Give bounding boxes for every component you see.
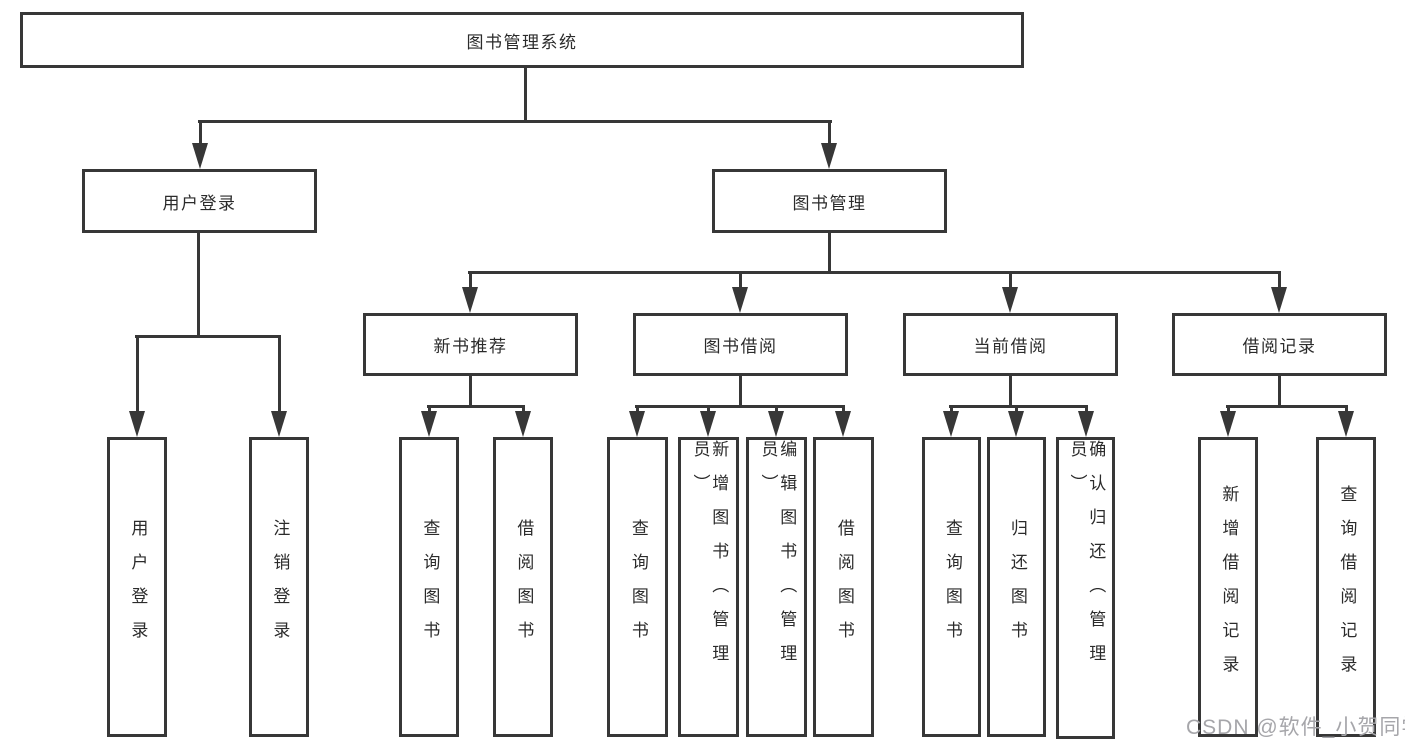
connector-line <box>739 271 742 295</box>
connector-line <box>1009 376 1012 407</box>
node-box-bb-borrow: 借阅图书 <box>813 437 874 737</box>
node-box-new-book-rec: 新书推荐 <box>363 313 578 376</box>
connector-line <box>1009 271 1012 295</box>
arrow-down-icon <box>462 287 478 313</box>
node-label-bb-query: 查询图书 <box>628 519 648 655</box>
node-label-nbr-query: 查询图书 <box>420 519 440 655</box>
connector-line <box>469 376 472 407</box>
arrow-down-icon <box>1220 411 1236 437</box>
connector-line <box>828 233 831 273</box>
arrow-down-icon <box>943 411 959 437</box>
node-label-br-query: 查询借阅记录 <box>1337 485 1357 689</box>
node-label-book-mgmt: 图书管理 <box>792 193 867 213</box>
node-box-cb-confirm: 确认归还（管理员） <box>1056 437 1115 739</box>
node-label-ul-logout: 注销登录 <box>270 519 290 655</box>
arrow-down-icon <box>1338 411 1354 437</box>
connector-line <box>135 335 281 338</box>
connector-line <box>635 405 845 408</box>
arrow-down-icon <box>271 411 287 437</box>
node-box-cb-return: 归还图书 <box>987 437 1046 737</box>
connector-line <box>739 376 742 407</box>
node-label-cb-return: 归还图书 <box>1007 519 1027 655</box>
node-label-cb-confirm: 确认归还（管理员） <box>1067 440 1106 678</box>
node-box-current-borrow: 当前借阅 <box>903 313 1118 376</box>
node-box-ul-login: 用户登录 <box>107 437 167 737</box>
node-box-bb-add: 新增图书（管理员） <box>678 437 739 737</box>
arrow-down-icon <box>732 287 748 313</box>
node-box-cb-query: 查询图书 <box>922 437 981 737</box>
arrow-down-icon <box>629 411 645 437</box>
connector-line <box>468 271 1281 274</box>
connector-line <box>828 120 831 151</box>
node-label-user-login: 用户登录 <box>162 193 237 213</box>
node-box-bb-query: 查询图书 <box>607 437 668 737</box>
node-label-nbr-borrow: 借阅图书 <box>514 519 534 655</box>
connector-line <box>278 335 281 419</box>
connector-line <box>469 271 472 295</box>
connector-line <box>1278 271 1281 295</box>
node-label-system: 图书管理系统 <box>466 32 578 52</box>
connector-line <box>199 120 202 151</box>
node-box-book-mgmt: 图书管理 <box>712 169 947 233</box>
node-box-ul-logout: 注销登录 <box>249 437 309 737</box>
node-box-nbr-query: 查询图书 <box>399 437 459 737</box>
arrow-down-icon <box>1078 411 1094 437</box>
node-box-br-add: 新增借阅记录 <box>1198 437 1258 737</box>
connector-line <box>1226 405 1348 408</box>
connector-line <box>1278 376 1281 407</box>
csdn-watermark: CSDN @软件_小贺同学 <box>1186 716 1405 739</box>
node-label-book-borrow: 图书借阅 <box>703 337 778 356</box>
node-box-book-borrow: 图书借阅 <box>633 313 848 376</box>
node-label-new-book-rec: 新书推荐 <box>433 337 508 356</box>
connector-line <box>197 233 200 337</box>
connector-line <box>136 335 139 419</box>
node-box-borrow-records: 借阅记录 <box>1172 313 1387 376</box>
arrow-down-icon <box>1271 287 1287 313</box>
connector-line <box>524 68 527 122</box>
node-label-current-borrow: 当前借阅 <box>973 337 1048 356</box>
node-label-borrow-records: 借阅记录 <box>1242 337 1317 356</box>
arrow-down-icon <box>821 143 837 169</box>
node-box-user-login: 用户登录 <box>82 169 317 233</box>
node-label-bb-edit: 编辑图书（管理员） <box>758 440 797 678</box>
node-box-system: 图书管理系统 <box>20 12 1024 68</box>
node-label-bb-add: 新增图书（管理员） <box>690 440 729 678</box>
node-label-ul-login: 用户登录 <box>128 519 148 655</box>
arrow-down-icon <box>515 411 531 437</box>
connector-line <box>198 120 832 123</box>
arrow-down-icon <box>1002 287 1018 313</box>
arrow-down-icon <box>192 143 208 169</box>
arrow-down-icon <box>129 411 145 437</box>
arrow-down-icon <box>700 411 716 437</box>
node-box-bb-edit: 编辑图书（管理员） <box>746 437 807 737</box>
node-box-br-query: 查询借阅记录 <box>1316 437 1376 737</box>
connector-line <box>949 405 1088 408</box>
arrow-down-icon <box>1008 411 1024 437</box>
node-label-cb-query: 查询图书 <box>942 519 962 655</box>
arrow-down-icon <box>768 411 784 437</box>
node-label-br-add: 新增借阅记录 <box>1219 485 1239 689</box>
connector-line <box>427 405 525 408</box>
node-box-nbr-borrow: 借阅图书 <box>493 437 553 737</box>
node-label-bb-borrow: 借阅图书 <box>834 519 854 655</box>
arrow-down-icon <box>835 411 851 437</box>
arrow-down-icon <box>421 411 437 437</box>
